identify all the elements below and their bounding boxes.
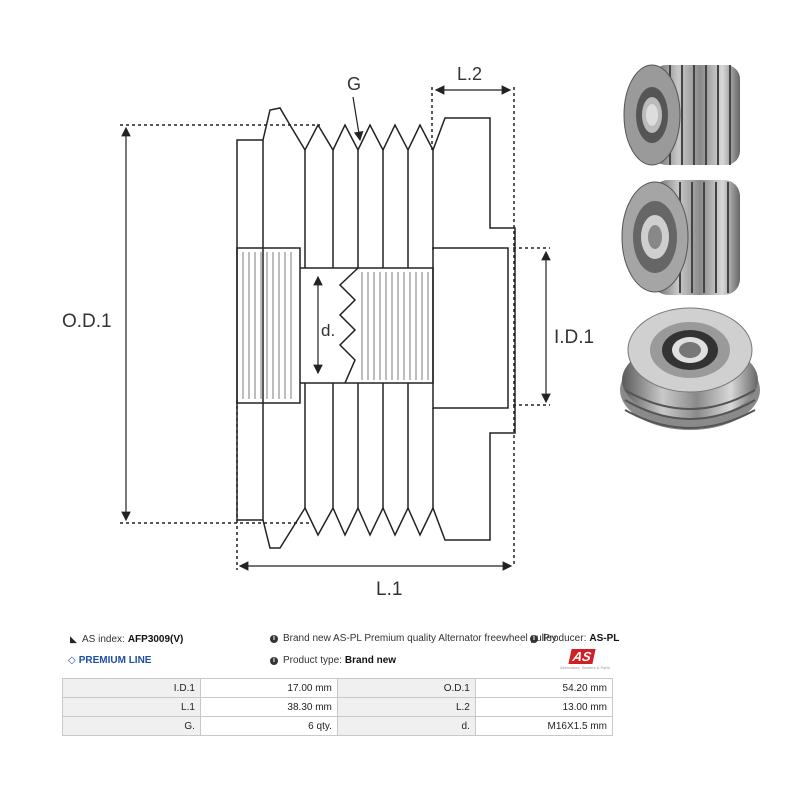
l1-label: L.1 (376, 579, 402, 600)
spec-value: 13.00 mm (474, 697, 614, 717)
producer-value: AS-PL (589, 633, 620, 644)
producer-label: Producer: (543, 633, 587, 644)
specifications-table: I.D.1 17.00 mm O.D.1 54.20 mm L.1 38.30 … (62, 678, 614, 736)
table-row: G. 6 qty. d. M16X1.5 mm (62, 716, 614, 736)
spec-key: d. (336, 716, 476, 736)
pulley-photo-angled-icon (621, 180, 740, 295)
l2-label: L.2 (457, 64, 482, 84)
spec-key: I.D.1 (62, 678, 201, 698)
logo-tagline: Alternators, Starters & Parts (560, 665, 610, 670)
d-label: d. (321, 321, 335, 340)
pulley-photo-front-icon (623, 64, 740, 166)
premium-line-label: PREMIUM LINE (78, 655, 152, 666)
diamond-icon: ◇ (68, 655, 76, 666)
product-type-value: Brand new (344, 655, 397, 666)
info-icon: i (530, 635, 538, 643)
as-index-label: AS index: (82, 634, 125, 645)
id1-label: I.D.1 (554, 327, 594, 348)
info-icon: i (270, 635, 278, 643)
product-type-label: Product type: (283, 655, 342, 666)
spec-key: L.2 (336, 697, 476, 717)
pulley-photo-back-icon (620, 307, 760, 430)
product-type-row: i Product type:Brand new (270, 655, 396, 667)
spec-value: 6 qty. (199, 716, 338, 736)
as-index-value: AFP3009(V) (127, 634, 184, 645)
product-photos (620, 64, 760, 430)
spec-key: L.1 (62, 697, 201, 717)
table-row: L.1 38.30 mm L.2 13.00 mm (62, 697, 614, 717)
premium-line-badge: ◇PREMIUM LINE (68, 655, 151, 666)
logo-mark: AS (568, 649, 596, 664)
spec-value: M16X1.5 mm (474, 716, 614, 736)
table-row: I.D.1 17.00 mm O.D.1 54.20 mm (62, 678, 614, 698)
description-text: Brand new AS-PL Premium quality Alternat… (283, 633, 557, 644)
od1-label: O.D.1 (62, 311, 112, 332)
technical-drawing: G L.2 O.D.1 I.D.1 d. L.1 (62, 64, 594, 600)
spec-key: G. (62, 716, 201, 736)
tag-icon: ◣ (70, 634, 77, 644)
producer-row: i Producer:AS-PL (530, 633, 619, 645)
as-pl-logo: AS Alternators, Starters & Parts (560, 649, 620, 673)
g-label: G (347, 74, 361, 94)
spec-key: O.D.1 (336, 678, 476, 698)
as-index-row: ◣ AS index:AFP3009(V) (68, 633, 183, 646)
spec-value: 38.30 mm (199, 697, 338, 717)
spec-value: 17.00 mm (199, 678, 338, 698)
spec-value: 54.20 mm (474, 678, 614, 698)
g-pointer-arrow (352, 96, 364, 142)
info-icon: i (270, 657, 278, 665)
